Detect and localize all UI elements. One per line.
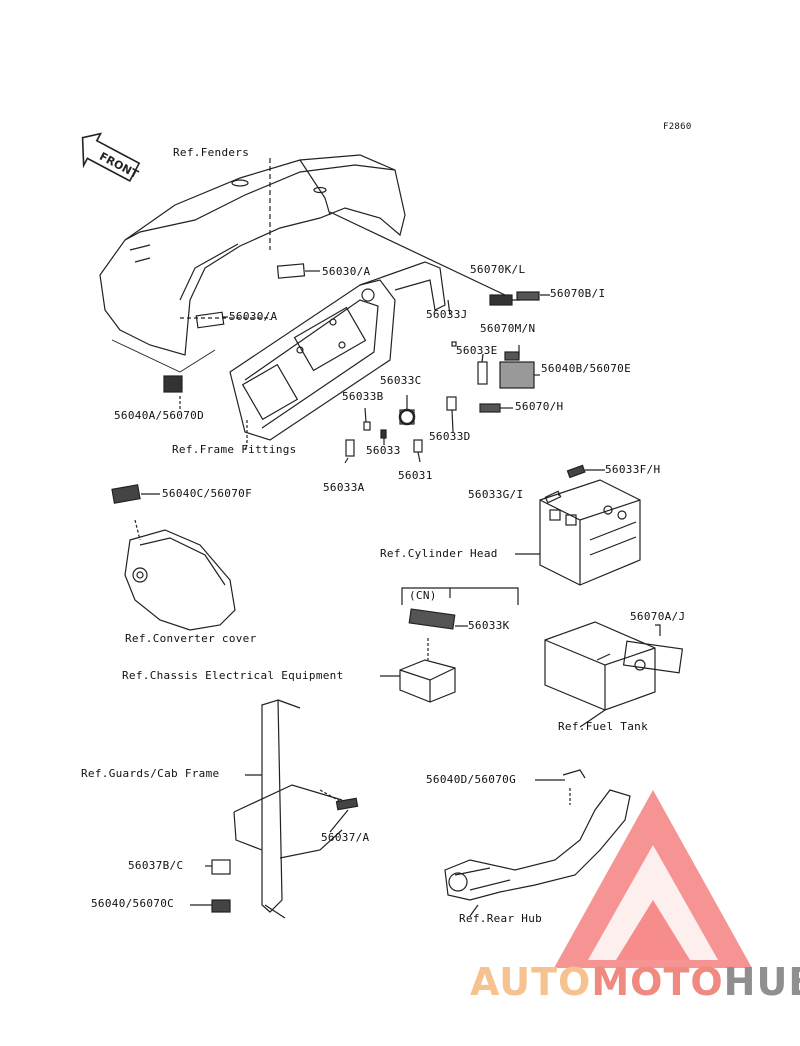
label-56030a-upper[interactable]: 56030/A <box>322 265 371 278</box>
front-arrow-icon: FRONT <box>81 132 141 182</box>
rear-hub-illustration <box>444 769 631 901</box>
label-56040a-56070d[interactable]: 56040A/56070D <box>114 409 204 422</box>
label-56033a[interactable]: 56033A <box>323 481 365 494</box>
watermark-triangle-icon <box>554 790 752 968</box>
label-56033j[interactable]: 56033J <box>426 308 468 321</box>
label-56033fh[interactable]: 56033F/H <box>605 463 661 476</box>
label-ref-cylinder-head[interactable]: Ref.Cylinder Head <box>380 547 498 560</box>
fuel-tank-illustration <box>544 621 684 711</box>
label-56070kl[interactable]: 56070K/L <box>470 263 526 276</box>
converter-cover-illustration <box>124 519 236 631</box>
label-56037bc[interactable]: 56037B/C <box>128 859 184 872</box>
label-56040d-56070g[interactable]: 56040D/56070G <box>426 773 516 786</box>
label-56070aj[interactable]: 56070A/J <box>630 610 686 623</box>
label-56033d[interactable]: 56033D <box>429 430 471 443</box>
label-56033e[interactable]: 56033E <box>456 344 498 357</box>
label-56031[interactable]: 56031 <box>398 469 433 482</box>
label-ref-guards-cab-frame[interactable]: Ref.Guards/Cab Frame <box>81 767 220 780</box>
figure-code: F2860 <box>663 122 692 132</box>
chassis-electrical-illustration <box>399 638 456 703</box>
label-56040-56070c[interactable]: 56040/56070C <box>91 897 175 910</box>
cylinder-head-illustration <box>539 464 641 586</box>
label-ref-chassis-electrical[interactable]: Ref.Chassis Electrical Equipment <box>122 669 344 682</box>
watermark-part-moto: MOTO <box>591 960 724 1004</box>
label-56070bi[interactable]: 56070B/I <box>550 287 606 300</box>
cab-frame-illustration <box>211 699 359 919</box>
label-ref-fuel-tank[interactable]: Ref.Fuel Tank <box>558 720 648 733</box>
frame-fittings-illustration <box>229 261 446 445</box>
label-56033c[interactable]: 56033C <box>380 374 422 387</box>
label-56030a-lower[interactable]: 56030/A <box>229 310 278 323</box>
label-56040b-56070e[interactable]: 56040B/56070E <box>541 362 631 375</box>
label-56033[interactable]: 56033 <box>366 444 401 457</box>
label-56070mn[interactable]: 56070M/N <box>480 322 536 335</box>
label-ref-converter-cover[interactable]: Ref.Converter cover <box>125 632 257 645</box>
label-56033b[interactable]: 56033B <box>342 390 384 403</box>
label-ref-rear-hub[interactable]: Ref.Rear Hub <box>459 912 543 925</box>
label-56037a[interactable]: 56037/A <box>321 831 370 844</box>
label-56040c-56070f[interactable]: 56040C/56070F <box>162 487 252 500</box>
label-56070h[interactable]: 56070/H <box>515 400 564 413</box>
fender-illustration <box>99 154 506 356</box>
label-ref-fenders[interactable]: Ref.Fenders <box>173 146 250 159</box>
label-cn: (CN) <box>409 589 437 602</box>
label-56033k[interactable]: 56033K <box>468 619 510 632</box>
label-56033gi[interactable]: 56033G/I <box>468 488 524 501</box>
watermark-logo: AUTOMOTOHUB <box>470 962 800 1002</box>
watermark-part-auto: AUTO <box>470 960 592 1004</box>
label-ref-frame-fittings[interactable]: Ref.Frame Fittings <box>172 443 297 456</box>
watermark-part-hub: HUB <box>723 960 800 1004</box>
